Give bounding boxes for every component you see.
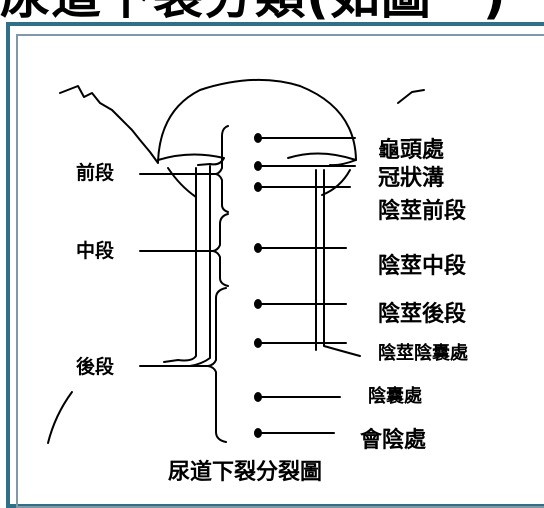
location-label-penoscrotal: 陰莖陰囊處 [378,343,468,364]
corona-rim-right [287,152,357,167]
segment-label-back: 後段 [76,356,115,378]
figure-caption: 尿道下裂分裂圖 [168,460,323,485]
location-dot [254,243,262,253]
location-label-perineal: 會陰處 [360,428,427,453]
brace-middle [212,213,229,287]
brace-front [215,125,229,213]
location-label-shaft-back: 陰莖後段 [378,302,467,327]
location-dot [254,338,262,348]
corona-flare-left [167,167,197,198]
location-dot [254,161,262,171]
location-dot [254,392,262,402]
location-label-shaft-middle: 陰莖中段 [378,254,467,279]
location-label-shaft-front: 陰莖前段 [378,199,467,224]
location-label-glans: 龜頭處 [378,138,445,163]
shaft-right-outer [323,169,361,357]
shaft-left-outer [163,167,197,363]
location-dot [254,182,262,192]
location-dot [254,133,262,143]
sketch-line-right [397,89,425,104]
glans-outline [157,78,357,163]
location-label-coronal: 冠狀溝 [378,166,445,191]
corona-flare-right [321,169,351,196]
corona-rim-left [157,153,225,166]
segment-label-front: 前段 [76,162,115,184]
location-dot [254,428,262,438]
page-title: 尿道下裂分類(如圖一) [0,0,507,26]
location-label-scrotal: 陰囊處 [368,386,422,407]
sketch-arc-bottom [47,391,73,444]
segment-label-middle: 中段 [76,240,115,262]
sketch-line-left [59,85,159,164]
location-dot [254,299,262,309]
